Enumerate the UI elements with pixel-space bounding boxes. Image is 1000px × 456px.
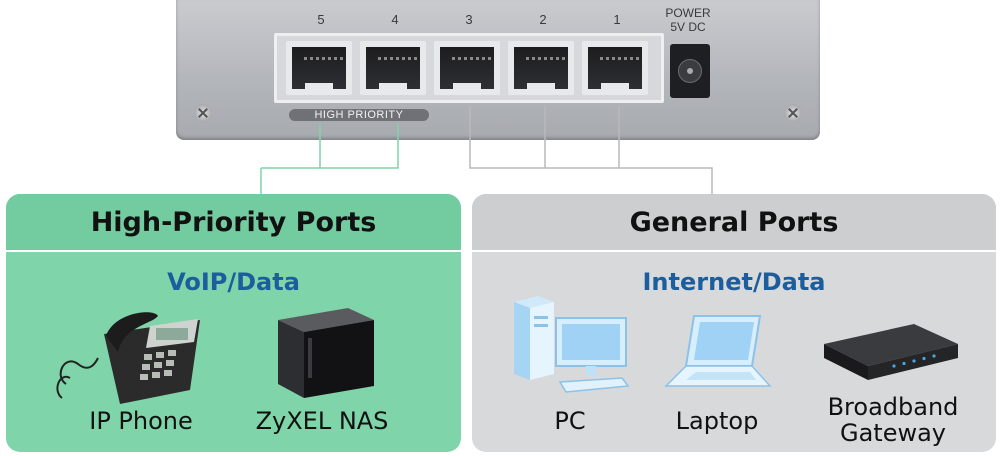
- port-number-4: 4: [391, 12, 399, 27]
- port-number-3: 3: [465, 12, 473, 27]
- ip-phone-icon: [56, 312, 200, 404]
- port-number-5: 5: [317, 12, 325, 27]
- power-label-line2: 5V DC: [670, 20, 706, 34]
- high-priority-title: High-Priority Ports: [6, 194, 461, 250]
- ethernet-port-3: [434, 41, 500, 95]
- connector-lines: [260, 106, 713, 194]
- device-label-gateway: Gateway: [839, 419, 947, 447]
- power-label-line1: POWER: [665, 6, 711, 20]
- power-label: POWER 5V DC: [658, 6, 718, 34]
- switch-front-panel: 5 4 3 2 1 POWER 5V DC HIGH PRIORITY: [176, 0, 820, 140]
- device-label-ip-phone: IP Phone: [89, 407, 193, 435]
- high-priority-panel: High-Priority Ports VoIP/Data IP Phone Z…: [6, 194, 461, 452]
- ethernet-port-5: [286, 41, 352, 95]
- device-label-zyxel-nas: ZyXEL NAS: [255, 407, 389, 435]
- screw-right-icon: [784, 104, 802, 122]
- high-priority-subtitle: VoIP/Data: [167, 268, 300, 296]
- device-label-broadband-gateway: Broadband Gateway: [808, 394, 978, 446]
- high-priority-label: HIGH PRIORITY: [289, 109, 429, 121]
- device-label-laptop: Laptop: [675, 407, 759, 435]
- general-ports-panel: General Ports Internet/Data PC Laptop Br…: [472, 194, 996, 452]
- ethernet-port-2: [508, 41, 574, 95]
- pc-icon: [514, 296, 630, 393]
- broadband-gateway-icon: [824, 324, 958, 380]
- nas-icon: [278, 308, 374, 398]
- general-connector: [469, 106, 713, 194]
- dc-power-jack: [670, 44, 710, 98]
- screw-left-icon: [194, 104, 212, 122]
- general-ports-subtitle: Internet/Data: [642, 268, 826, 296]
- general-ports-title: General Ports: [472, 194, 996, 250]
- device-label-pc: PC: [554, 407, 586, 435]
- device-label-broadband: Broadband: [827, 393, 959, 421]
- port-number-1: 1: [613, 12, 621, 27]
- port-number-2: 2: [539, 12, 547, 27]
- laptop-icon: [664, 315, 772, 387]
- ethernet-port-1: [582, 41, 648, 95]
- high-priority-connector: [319, 124, 399, 169]
- ethernet-port-4: [360, 41, 426, 95]
